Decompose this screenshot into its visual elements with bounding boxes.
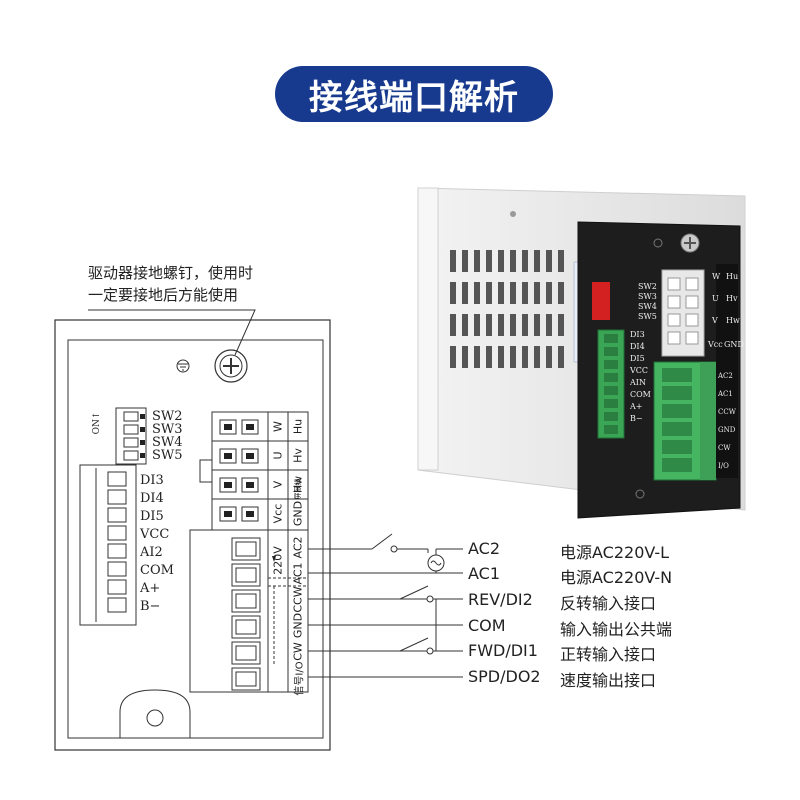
ground-screw-note: 驱动器接地螺钉，使用时 一定要接地后方能使用 — [88, 262, 253, 306]
motor-w-label: W — [271, 421, 285, 432]
terminal-a-plus-label: A+ — [140, 581, 161, 596]
wire-spd-label: SPD/DO2 — [468, 667, 541, 686]
signal-io-label: 信号I/O — [294, 661, 306, 696]
photo-di5-label: DI5 — [630, 354, 645, 363]
photo-hw-label: Hw — [726, 316, 740, 325]
photo-com-label: COM — [630, 390, 651, 399]
motor-vcc-label: Vcc — [271, 503, 285, 524]
shield-wire-label: 屏蔽线 — [294, 478, 302, 500]
photo-hv-label: Hv — [726, 294, 738, 303]
wire-fwd-label: FWD/DI1 — [468, 641, 538, 660]
terminal-com-label: COM — [140, 563, 174, 578]
wire-ac2-label: AC2 — [468, 539, 501, 558]
earth-symbol-icon — [176, 359, 190, 373]
dip-sw2-label: SW2 — [152, 409, 183, 424]
power-terminal-block — [189, 529, 309, 693]
wire-com-label: COM — [468, 616, 506, 635]
motor-hv-label: Hv — [291, 448, 305, 463]
photo-vcc-top-label: Vcc — [708, 340, 723, 349]
page-title: 接线端口解析 — [275, 66, 553, 122]
wire-com-desc: 输入输出公共端 — [560, 620, 673, 639]
photo-v-label: V — [712, 316, 718, 325]
drive-housing-inner — [67, 339, 324, 739]
motor-hu-label: Hu — [291, 418, 305, 435]
ground-screw-icon — [214, 349, 248, 383]
dip-sw3-label: SW3 — [152, 422, 183, 437]
terminal-ai2-label: AI2 — [140, 545, 163, 560]
wire-ac1-desc: 电源AC220V-N — [560, 568, 673, 587]
terminal-di4-label: DI4 — [140, 491, 164, 506]
photo-ac1-label: AC1 — [718, 390, 733, 398]
ground-note-line1: 驱动器接地螺钉，使用时 — [88, 264, 254, 282]
wire-spd-desc: 速度输出接口 — [560, 671, 657, 690]
dip-on-label: ON↑ — [92, 411, 102, 435]
photo-sw5-label: SW5 — [638, 312, 657, 321]
dip-sw4-label: SW4 — [152, 435, 183, 450]
photo-vcc-label: VCC — [630, 366, 649, 375]
photo-sw3-label: SW3 — [638, 292, 657, 301]
photo-sw2-label: SW2 — [638, 282, 657, 291]
wire-fwd-desc: 正转输入接口 — [560, 645, 657, 664]
terminal-di3-label: DI3 — [140, 473, 164, 488]
terminal-vcc-label: VCC — [140, 527, 170, 542]
photo-a-plus-label: A+ — [630, 402, 643, 411]
photo-di4-label: DI4 — [630, 342, 645, 351]
photo-ain-label: AIN — [630, 378, 646, 387]
motor-v-label: V — [271, 480, 285, 489]
dip-sw5-label: SW5 — [152, 448, 183, 463]
photo-io-label: I/O — [718, 462, 729, 470]
photo-ac2-label: AC2 — [718, 372, 733, 380]
voltage-arrow-icon — [272, 556, 276, 562]
photo-hu-label: Hu — [726, 272, 739, 281]
left-terminal-strip — [79, 464, 137, 626]
photo-gnd-top-label: GND — [724, 340, 744, 349]
wire-rev-label: REV/DI2 — [468, 590, 533, 609]
photo-ccw-label: CCW — [718, 408, 736, 416]
terminal-di5-label: DI5 — [140, 509, 164, 524]
wire-rev-desc: 反转输入接口 — [560, 594, 657, 613]
photo-w-label: W — [712, 272, 721, 281]
photo-gnd-label: GND — [718, 426, 736, 434]
motor-connector-pins — [199, 419, 259, 522]
mounting-hole-icon — [119, 689, 191, 738]
power-terminal-pins — [231, 537, 261, 691]
motor-u-label: U — [271, 451, 285, 460]
dip-switch-block — [115, 407, 147, 465]
photo-sw4-label: SW4 — [638, 302, 657, 311]
wire-ac2-desc: 电源AC220V-L — [560, 543, 670, 562]
wire-ac1-label: AC1 — [468, 564, 501, 583]
photo-b-minus-label: B− — [630, 414, 643, 423]
photo-di3-label: DI3 — [630, 330, 645, 339]
dip-switch-toggles — [123, 411, 145, 461]
ground-note-leader — [88, 309, 256, 356]
voltage-220v-label: 220V — [271, 546, 285, 575]
photo-u-label: U — [712, 294, 719, 303]
wiring-lines — [308, 533, 463, 678]
ground-note-line2: 一定要接地后方能使用 — [88, 286, 239, 304]
terminal-b-minus-label: B− — [140, 599, 161, 614]
photo-cw-label: CW — [718, 444, 731, 452]
left-terminal-pins — [95, 468, 127, 622]
drive-housing-outer — [54, 319, 331, 751]
